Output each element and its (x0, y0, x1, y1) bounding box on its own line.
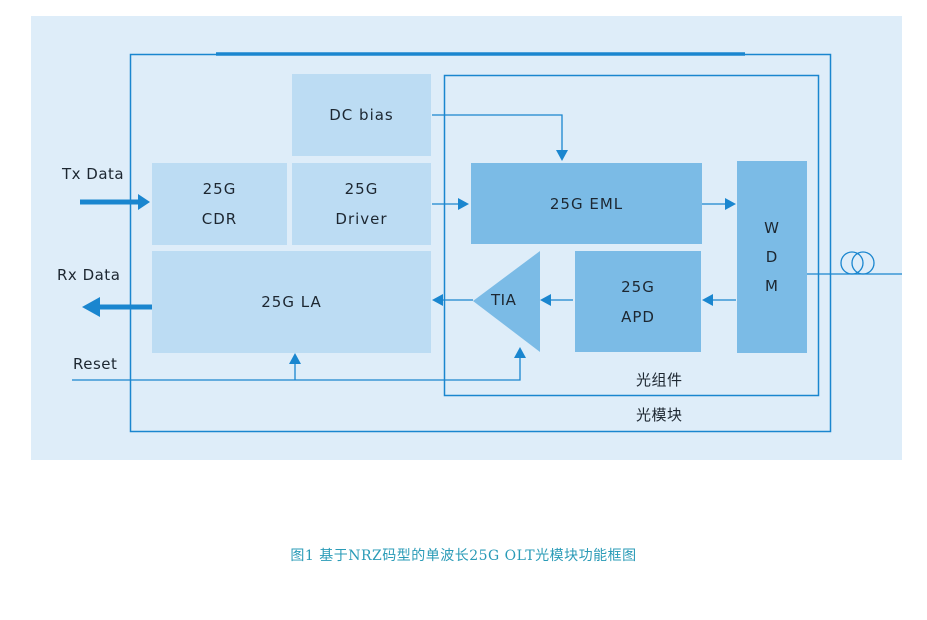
optical-assembly-label: 光组件 (636, 371, 683, 389)
la-block: 25G LA (152, 251, 431, 353)
apd-block: 25G APD (575, 251, 701, 352)
cdr-label-line2: CDR (201, 210, 238, 228)
driver-label-line2: Driver (335, 210, 388, 228)
rx-data-label: Rx Data (57, 266, 121, 284)
driver-label-line1: 25G (344, 180, 379, 198)
fiber-coil-icon (840, 251, 875, 275)
tx-data-arrowhead (138, 194, 150, 210)
wdm-label-m: M (765, 276, 779, 295)
dc-bias-label: DC bias (329, 106, 394, 124)
dc-bias-block: DC bias (292, 74, 431, 156)
figure-caption: 图1 基于NRZ码型的单波长25G OLT光模块功能框图 (290, 548, 637, 564)
apd-label-line2: APD (621, 307, 655, 326)
eml-block: 25G EML (471, 163, 702, 244)
rx-data-arrowhead (82, 297, 100, 317)
optical-assembly-frame (443, 74, 820, 397)
apd-label-line1: 25G (621, 277, 655, 296)
reset-label: Reset (73, 355, 118, 373)
tia-label: TIA (491, 291, 517, 309)
la-label: 25G LA (261, 293, 322, 311)
eml-label: 25G EML (549, 194, 624, 213)
tx-data-label: Tx Data (62, 165, 125, 183)
optical-module-label: 光模块 (636, 406, 683, 424)
cdr-block: 25G CDR (152, 163, 287, 245)
wdm-block: W D M (737, 161, 807, 353)
cdr-label-line1: 25G (202, 180, 237, 198)
tia-amplifier-shape (473, 251, 540, 352)
wdm-label-d: D (765, 247, 779, 266)
driver-block: 25G Driver (292, 163, 431, 245)
wdm-label-w: W (764, 218, 780, 237)
